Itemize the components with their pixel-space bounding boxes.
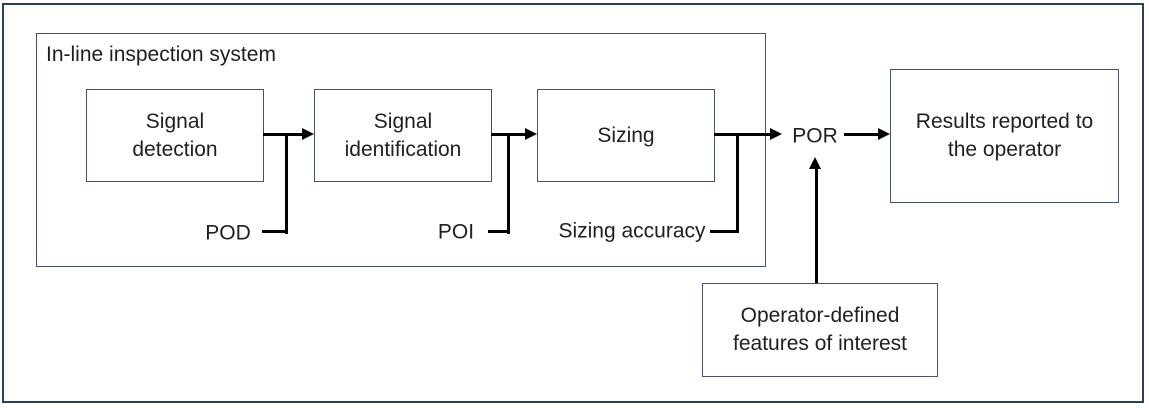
arrowhead-right-icon: [878, 128, 890, 140]
sizing-accuracy-connector-vertical: [736, 134, 739, 233]
signal-detection-box: Signal detection: [86, 89, 264, 182]
operator-features-box: Operator-defined features of interest: [702, 283, 938, 377]
sizing-box: Sizing: [537, 89, 715, 182]
por-label: POR: [792, 124, 838, 148]
operator-features-label: Operator-defined features of interest: [733, 304, 907, 355]
poi-label: POI: [437, 220, 475, 244]
arrowhead-right-icon: [302, 128, 314, 140]
sizing-label: Sizing: [597, 123, 655, 147]
signal-identification-box: Signal identification: [314, 89, 492, 182]
signal-detection-label: Signal detection: [132, 109, 218, 161]
sizing-accuracy-label: Sizing accuracy: [558, 219, 706, 243]
arrowhead-right-icon: [770, 128, 782, 140]
arrow-operator-to-por-shaft: [815, 169, 818, 283]
pod-connector-vertical: [285, 134, 288, 234]
pod-connector-horizontal: [262, 230, 288, 233]
outer-frame: [2, 3, 1144, 403]
arrowhead-up-icon: [809, 157, 821, 169]
inline-inspection-system-container: [36, 33, 766, 267]
results-reported-box: Results reported to the operator: [890, 69, 1119, 203]
poi-connector-vertical: [507, 134, 510, 234]
arrowhead-right-icon: [525, 128, 537, 140]
pod-label: POD: [205, 221, 251, 245]
arrow-por-to-results-shaft: [844, 133, 878, 136]
arrow-sizing-to-por-shaft: [714, 133, 770, 136]
poi-connector-horizontal: [488, 230, 510, 233]
arrow-detection-to-identification-shaft: [263, 133, 302, 136]
system-container-title: In-line inspection system: [46, 43, 276, 66]
signal-identification-label: Signal identification: [344, 109, 462, 161]
sizing-accuracy-connector-horizontal: [710, 230, 739, 233]
results-reported-label: Results reported to the operator: [915, 110, 1094, 161]
